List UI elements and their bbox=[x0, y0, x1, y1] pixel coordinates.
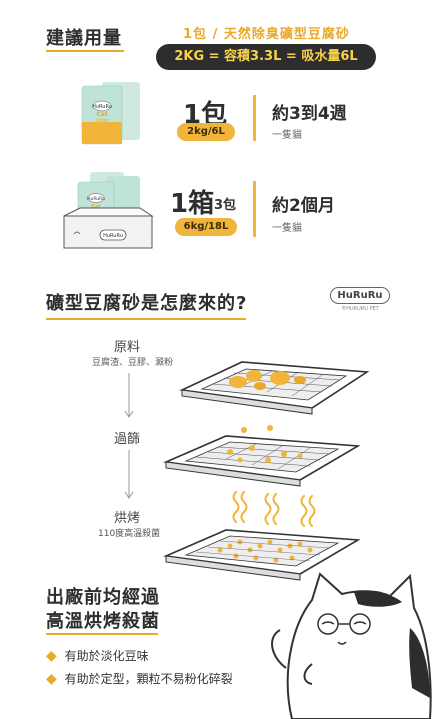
box-qty: 1箱 bbox=[170, 189, 215, 219]
box-duration: 約2個月 bbox=[272, 196, 335, 216]
box-qty-sub: 3包 bbox=[214, 198, 237, 213]
heat-waves-icon bbox=[232, 491, 316, 527]
cat-mascot-illustration bbox=[271, 572, 432, 719]
step-bake-label: 烘烤 bbox=[114, 511, 141, 526]
svg-text:Litter: Litter bbox=[95, 118, 109, 124]
hururu-logo: HuRuRu ®HURURU PET bbox=[330, 287, 390, 312]
single-cat-note: 一隻貓 bbox=[272, 130, 302, 141]
sterilize-title-underline bbox=[46, 633, 158, 635]
benefit-item: ◆ 有助於定型，顆粒不易粉化碎裂 bbox=[46, 670, 233, 687]
usage-formula-badge: 2KG = 容積3.3L = 吸水量6L bbox=[156, 44, 376, 70]
svg-text:HuRuRu: HuRuRu bbox=[92, 104, 112, 110]
box-divider bbox=[253, 181, 256, 237]
step-raw-sub: 豆腐渣、豆膠、澱粉 bbox=[92, 358, 174, 368]
diamond-bullet-icon: ◆ bbox=[46, 671, 57, 687]
hururu-logo-text: HuRuRu bbox=[330, 287, 390, 304]
litter-bag-image: HuRuRu Cat Litter bbox=[81, 82, 140, 145]
svg-text:Cat: Cat bbox=[91, 204, 101, 210]
benefit-item: ◆ 有助於淡化豆味 bbox=[46, 647, 149, 664]
step-raw-label: 原料 bbox=[114, 340, 141, 355]
step-sieve-label: 過篩 bbox=[114, 432, 141, 447]
benefit-text: 有助於定型，顆粒不易粉化碎裂 bbox=[64, 672, 233, 686]
baking-tray bbox=[163, 529, 361, 581]
arrow-down-icon bbox=[124, 373, 134, 418]
single-duration: 約3到4週 bbox=[272, 104, 347, 124]
sterilize-title-line2: 高溫烘烤殺菌 bbox=[46, 611, 160, 632]
diamond-bullet-icon: ◆ bbox=[46, 648, 57, 664]
svg-text:HuRuRu: HuRuRu bbox=[87, 196, 105, 202]
step-bake-sub: 110度高溫殺菌 bbox=[98, 529, 161, 539]
arrow-down-icon bbox=[124, 450, 134, 499]
process-title: 礦型豆腐砂是怎麼來的? bbox=[46, 293, 248, 314]
raw-materials-tray bbox=[179, 361, 370, 415]
usage-title-underline bbox=[46, 50, 124, 52]
svg-text:HuRuRu: HuRuRu bbox=[103, 233, 123, 239]
benefit-text: 有助於淡化豆味 bbox=[64, 649, 149, 663]
sieve-tray bbox=[163, 425, 361, 487]
svg-text:Cat: Cat bbox=[96, 111, 107, 118]
hururu-logo-sub: ®HURURU PET bbox=[341, 306, 379, 312]
box-size-badge: 6kg/18L bbox=[175, 218, 237, 236]
usage-title: 建議用量 bbox=[46, 28, 122, 49]
litter-box-image: HuRuRu Cat HuRuRu bbox=[63, 172, 154, 249]
box-cat-note: 一隻貓 bbox=[272, 223, 302, 234]
process-title-underline bbox=[46, 318, 246, 320]
single-divider bbox=[253, 95, 256, 141]
usage-tagline: 1包 / 天然除臭礦型豆腐砂 bbox=[183, 27, 350, 42]
sterilize-title-line1: 出廠前均經過 bbox=[46, 587, 160, 608]
single-size-badge: 2kg/6L bbox=[177, 123, 235, 141]
